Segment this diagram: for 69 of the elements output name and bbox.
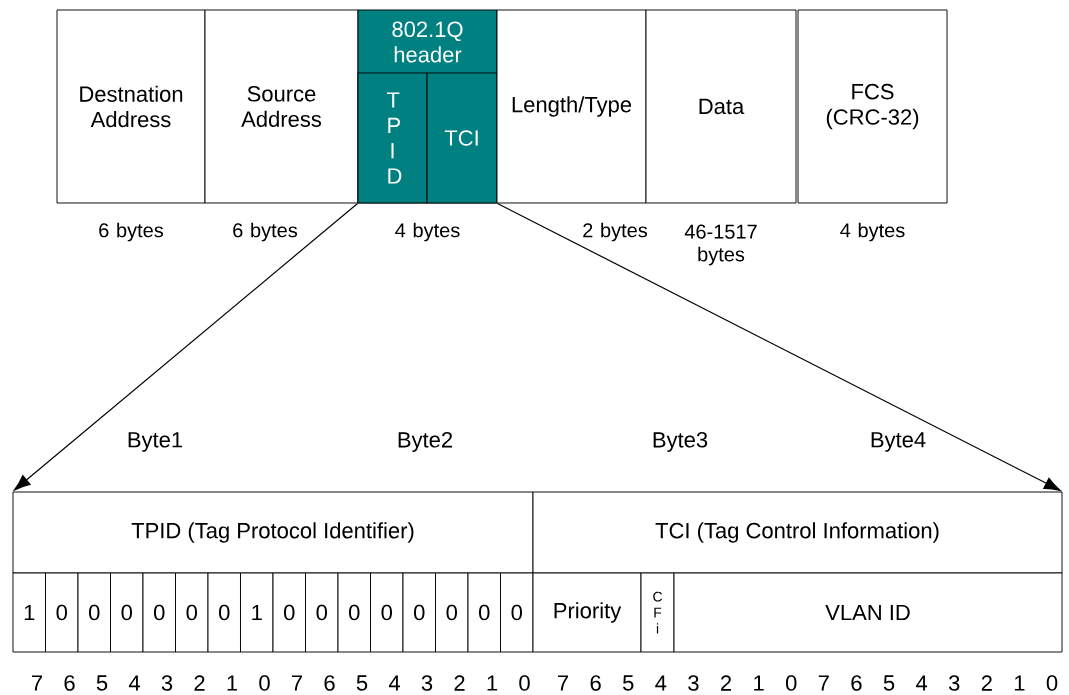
field-box: TCI (426, 72, 498, 204)
field-box: C F i (640, 572, 675, 653)
bit-number: 3 (688, 675, 699, 691)
bit-cell: 0 (142, 572, 176, 653)
bit-number: 6 (590, 675, 601, 691)
bit-cell: 0 (370, 572, 404, 653)
bit-cell: 0 (77, 572, 111, 653)
bit-cell: 0 (110, 572, 144, 653)
size-label: 4 bytes (840, 222, 905, 242)
bit-number: 1 (1014, 675, 1025, 691)
bit-number: 6 (64, 675, 75, 691)
bit-cell: 0 (272, 572, 306, 653)
byte-label: Byte4 (871, 432, 926, 452)
bit-cell: 0 (337, 572, 371, 653)
bit-number: 6 (324, 675, 335, 691)
bit-cell: 0 (175, 572, 209, 653)
field-box: Length/Type (496, 9, 647, 204)
bit-number: 1 (487, 675, 498, 691)
arrow (13, 202, 359, 491)
field-box: TPID (Tag Protocol Identifier) (12, 491, 534, 574)
byte-label: Byte1 (128, 432, 183, 452)
bit-number: 4 (655, 675, 667, 691)
bit-number: 5 (883, 675, 895, 691)
bit-cell: 0 (402, 572, 436, 653)
bit-number: 3 (161, 675, 173, 691)
bit-number: 5 (356, 675, 368, 691)
bit-number: 0 (519, 675, 530, 691)
bit-cell: 1 (240, 572, 274, 653)
bit-cell: 0 (207, 572, 241, 653)
bit-number: 5 (622, 675, 634, 691)
bit-cell: 1 (12, 572, 46, 653)
size-label: 6 bytes (99, 222, 164, 242)
size-label: 46-1517 bytes (684, 224, 757, 266)
bit-number: 5 (96, 675, 108, 691)
bit-number: 4 (916, 675, 928, 691)
bit-number: 6 (851, 675, 862, 691)
byte-label: Byte3 (653, 432, 708, 452)
bit-number: 7 (558, 675, 568, 691)
bit-number: 2 (194, 675, 205, 691)
bit-cell: 0 (305, 572, 339, 653)
bit-number: 2 (454, 675, 465, 691)
field-box: Destnation Address (56, 9, 206, 204)
bit-number: 7 (292, 675, 302, 691)
bit-number: 2 (981, 675, 992, 691)
bit-number: 2 (721, 675, 731, 691)
bit-number: 7 (818, 675, 829, 691)
bit-number: 3 (948, 675, 960, 691)
arrow (496, 202, 1061, 491)
size-label: 6 bytes (233, 222, 298, 242)
size-label: 2 bytes (583, 222, 648, 242)
bit-number: 0 (1046, 675, 1058, 691)
bit-number: 1 (754, 675, 764, 691)
field-box: Source Address (204, 9, 359, 204)
bit-number: 0 (785, 675, 797, 691)
field-box: FCS (CRC-32) (797, 9, 948, 204)
size-label: 4 bytes (395, 222, 460, 242)
bit-number: 4 (128, 675, 140, 691)
bit-cell: 0 (500, 572, 534, 653)
bit-number: 7 (32, 675, 42, 691)
bit-number: 4 (388, 675, 400, 691)
bit-number: 0 (259, 675, 270, 691)
bit-number: 3 (421, 675, 433, 691)
bit-cell: 0 (467, 572, 501, 653)
bit-number: 1 (227, 675, 238, 691)
field-box: T P I D (357, 72, 428, 204)
byte-label: Byte2 (398, 432, 453, 452)
bit-cell: 0 (45, 572, 79, 653)
field-box: Data (645, 9, 797, 204)
bit-cell: 0 (435, 572, 469, 653)
